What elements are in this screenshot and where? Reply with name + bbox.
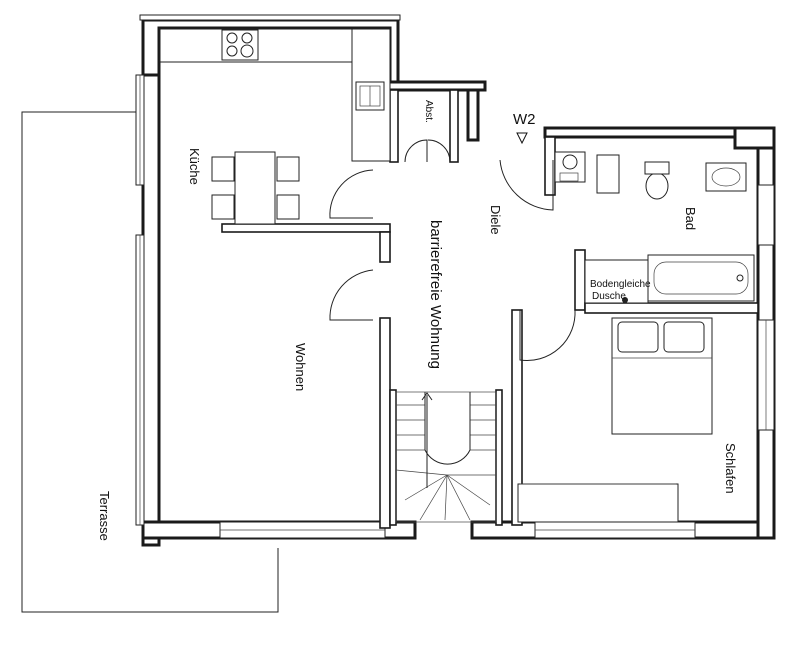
room-label-bedroom: Schlafen [723,443,738,494]
kitchen-fixtures [159,28,391,225]
room-label-storage: Abst. [423,100,434,123]
dining-table-icon [211,151,300,225]
unit-marker: W2 [513,111,536,145]
bathroom-fixtures [554,151,755,304]
staircase [395,391,497,523]
room-label-living: Wohnen [293,343,308,391]
room-labels: Küche Abst. Diele barrierefreie Wohnung … [97,100,738,541]
unit-marker-label: W2 [513,111,536,128]
bedroom-fixtures [517,317,713,523]
door-swings [329,139,576,362]
room-label-hall: Diele [488,205,503,235]
room-label-bath: Bad [683,207,698,230]
interior-walls [221,89,759,529]
windows [135,14,775,539]
room-label-shower-line2: Dusche [592,291,626,302]
cooktop-icon [221,29,259,61]
bed-icon [611,317,713,435]
washbasin-icon [705,162,747,192]
toilet-icon [644,161,670,200]
bathtub-icon [647,254,755,302]
sink-icon [355,81,385,111]
room-label-shower-line1: Bodengleiche [590,279,651,290]
terrace-outline [21,111,279,613]
room-label-kitchen: Küche [187,148,202,185]
room-label-terrace: Terrasse [97,491,112,541]
room-label-apartment: barrierefreie Wohnung [427,220,444,369]
